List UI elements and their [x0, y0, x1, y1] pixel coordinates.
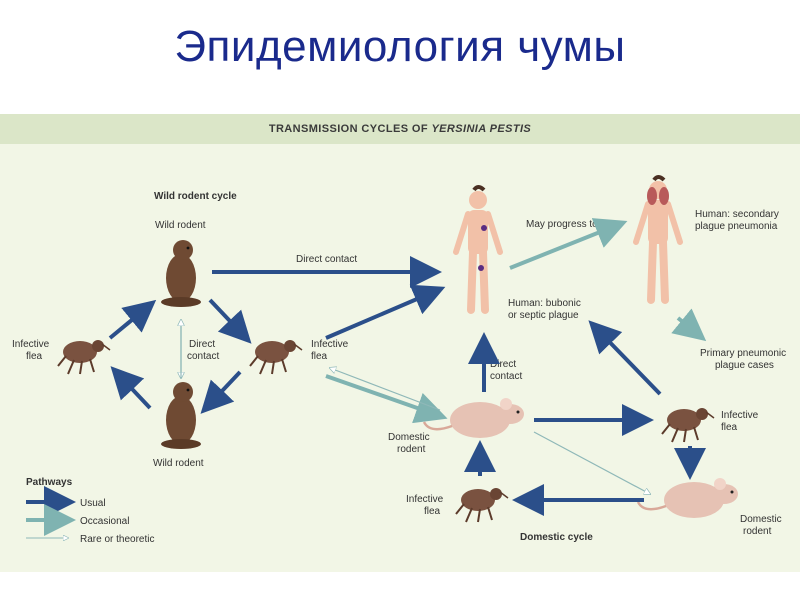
human-bubonic-label-1: Human: bubonic	[508, 298, 581, 309]
arrow-flea-to-wild-rodent-bottom	[200, 370, 242, 414]
bubo-groin-marker	[478, 265, 484, 271]
primary-pneumonic-label-1: Primary pneumonic	[700, 348, 786, 359]
arrow-rare-domestic-to-flea	[330, 368, 441, 411]
domestic-rodent-right-label-1: Domestic	[740, 514, 782, 525]
arrow-flea-to-human	[325, 284, 446, 340]
arrow-may-progress	[509, 218, 628, 270]
infective-flea-left-label-1: Infective	[12, 339, 50, 350]
arrow-rare-rodent-to-rodent	[533, 431, 650, 494]
legend-rare-label: Rare or theoretic	[80, 534, 154, 545]
wild-rodent-top-label: Wild rodent	[155, 220, 206, 231]
infective-flea-right-label-1: Infective	[721, 410, 759, 421]
primary-pneumonic-label-2: plague cases	[715, 360, 774, 371]
human-secondary-label-2: plague pneumonia	[695, 221, 778, 232]
domestic-rodent-left-label-1: Domestic	[388, 432, 430, 443]
slide-title: Эпидемиология чумы	[174, 22, 626, 71]
human-pneumonia-figure	[636, 177, 680, 300]
arrow-wild-rodent-bottom-to-flea	[110, 366, 152, 410]
diagram-header-bar	[0, 114, 800, 144]
infective-flea-right-figure	[661, 407, 715, 443]
arrow-flea-to-domestic-rodent	[325, 374, 448, 424]
lung-right-icon	[659, 187, 669, 205]
bubo-axilla-marker	[481, 225, 487, 231]
infective-flea-center-label-1: Infective	[311, 339, 349, 350]
lung-left-icon	[647, 187, 657, 205]
domestic-rodent-left-figure	[422, 396, 526, 440]
domestic-rodent-right-figure	[636, 476, 740, 520]
may-progress-label: May progress to	[526, 219, 598, 230]
legend-usual-label: Usual	[80, 498, 106, 509]
infective-flea-bottom-figure	[455, 487, 509, 523]
direct-contact-mid-label-2: contact	[187, 351, 219, 362]
infective-flea-right-label-2: flea	[721, 422, 738, 433]
human-bubonic-figure	[456, 187, 500, 310]
wild-cycle-title: Wild rodent cycle	[154, 191, 237, 202]
direct-contact-dom-label-2: contact	[490, 371, 522, 382]
arrow-to-primary-pneumonic	[671, 308, 707, 342]
wild-rodent-bottom-label: Wild rodent	[153, 458, 204, 469]
arrow-flea-right-to-human	[588, 320, 662, 396]
diagram-title: TRANSMISSION CYCLES OF YERSINIA PESTIS	[0, 123, 800, 135]
diagram-title-prefix: TRANSMISSION CYCLES OF	[268, 123, 432, 135]
infective-flea-left-figure	[57, 339, 111, 375]
human-secondary-label-1: Human: secondary	[695, 209, 779, 220]
human-bubonic-label-2: or septic plague	[508, 310, 579, 321]
domestic-rodent-right-label-2: rodent	[743, 526, 772, 537]
arrow-flea-to-wild-rodent-top	[108, 299, 157, 340]
direct-contact-top-label: Direct contact	[296, 254, 357, 265]
infective-flea-center-figure	[249, 339, 303, 375]
domestic-rodent-left-label-2: rodent	[397, 444, 426, 455]
domestic-cycle-title: Domestic cycle	[520, 532, 593, 543]
direct-contact-dom-label-1: Direct	[490, 359, 516, 370]
infective-flea-left-label-2: flea	[26, 351, 43, 362]
legend-occasional-label: Occasional	[80, 516, 129, 527]
diagram-title-species: YERSINIA PESTIS	[431, 123, 532, 135]
wild-rodent-bottom-figure	[161, 382, 201, 449]
legend-title: Pathways	[26, 477, 73, 488]
arrow-wild-rodent-top-to-flea	[208, 298, 252, 344]
infective-flea-bottom-label-2: flea	[424, 506, 441, 517]
infective-flea-center-label-2: flea	[311, 351, 328, 362]
wild-rodent-top-figure	[161, 240, 201, 307]
infective-flea-bottom-label-1: Infective	[406, 494, 444, 505]
direct-contact-mid-label-1: Direct	[189, 339, 215, 350]
